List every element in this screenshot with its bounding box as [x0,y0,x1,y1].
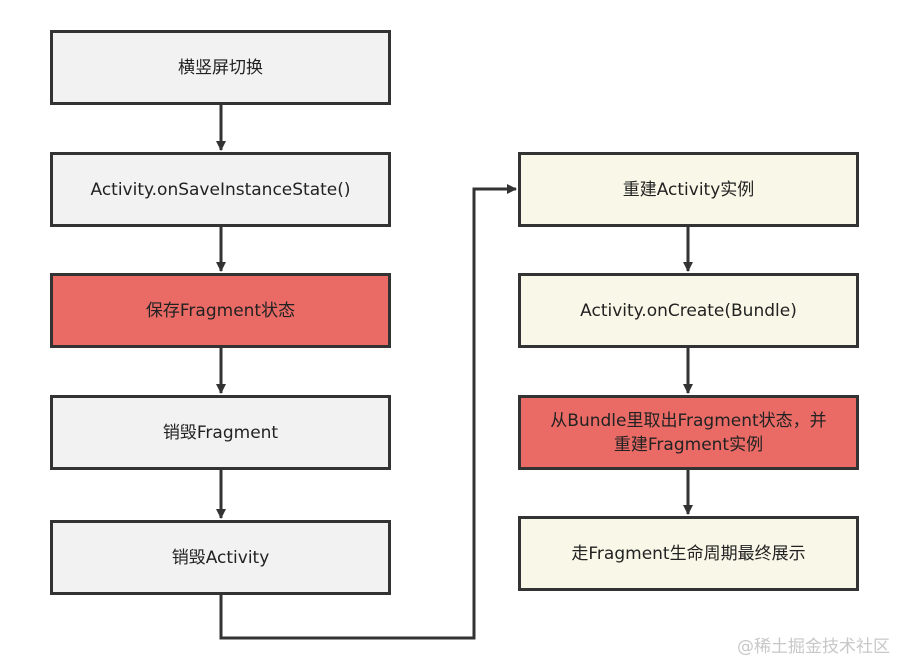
step-fragment-lifecycle: 走Fragment生命周期最终展示 [518,516,859,591]
step-restore-fragment: 从Bundle里取出Fragment状态，并 重建Fragment实例 [518,395,859,470]
step-rotate-screen: 横竖屏切换 [50,30,391,105]
step-destroy-activity: 销毁Activity [50,520,391,595]
cross-arrow [219,184,517,640]
step-on-create: Activity.onCreate(Bundle) [518,273,859,348]
watermark: @稀土掘金技术社区 [737,637,890,657]
step-recreate-activity: 重建Activity实例 [518,152,859,227]
step-on-save-instance-state: Activity.onSaveInstanceState() [50,152,391,227]
step-destroy-fragment: 销毁Fragment [50,395,391,470]
step-save-fragment-state: 保存Fragment状态 [50,273,391,348]
